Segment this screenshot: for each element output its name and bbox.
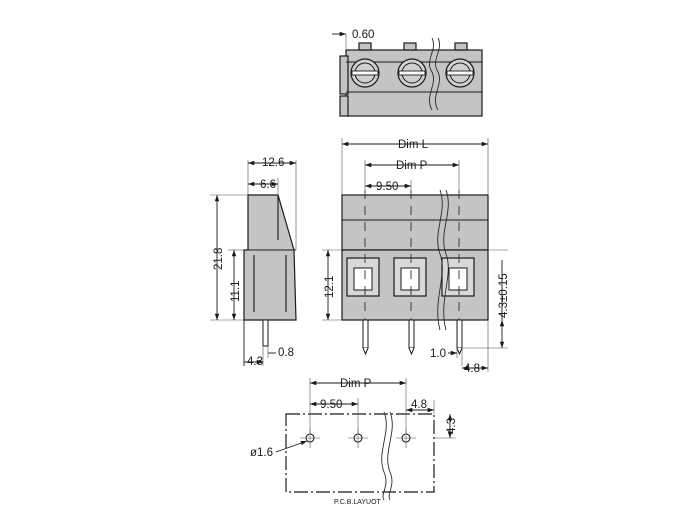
- side-width-label: 12.6: [262, 157, 284, 169]
- front-dim-p-label: Dim P: [396, 160, 428, 172]
- screw-2: [397, 58, 427, 88]
- screw-1: [350, 58, 380, 88]
- front-pitch-label: 9.50: [376, 181, 398, 193]
- side-pin-thickness-label: 0.8: [278, 347, 294, 359]
- side-view-body: [243, 194, 297, 321]
- top-tab-2: [403, 42, 417, 51]
- top-view-left-flange: [339, 55, 349, 95]
- front-body-height-label: 12.1: [324, 276, 336, 298]
- top-view-offset-label: 0.60: [352, 29, 374, 41]
- pcb-row-offset-label: 4.3: [446, 418, 458, 434]
- pcb-layout: Dim P 9.50 4.8 4.3 ø1.6 P.C.B.LAYUOT: [250, 378, 458, 506]
- pcb-edge-offset-label: 4.8: [411, 399, 427, 411]
- front-pin-width-label: 1.0: [430, 348, 446, 360]
- side-half-width-label: 6.6: [260, 179, 276, 191]
- front-upper-body: [341, 194, 489, 251]
- side-view: 12.6 6.6 21.8 11.1 4.3 0.8: [210, 157, 297, 368]
- pcb-layout-caption: P.C.B.LAYUOT: [334, 499, 382, 506]
- pcb-pitch-label: 9.50: [320, 399, 342, 411]
- side-height-label: 21.8: [213, 248, 225, 270]
- dim-l-label: Dim L: [398, 139, 429, 151]
- pcb-hole-diameter-label: ø1.6: [250, 447, 273, 459]
- top-tab-1: [358, 42, 372, 51]
- front-pin-length-label: 4.3±0.15: [498, 273, 510, 318]
- side-body-height-label: 11.1: [230, 280, 242, 302]
- wire-entry-1: [346, 257, 380, 297]
- side-pin-offset-label: 4.3: [247, 356, 263, 368]
- wire-entry-3: [441, 257, 475, 297]
- front-end-offset-label: 4.8: [464, 363, 480, 375]
- top-view: 0.60: [332, 29, 483, 117]
- front-pin-2: [408, 319, 415, 349]
- pcb-outline: [285, 413, 435, 493]
- front-view: Dim L Dim P 9.50 12.1 4.3±0.15 1.0 4.8: [322, 138, 510, 375]
- top-view-left-flange-lower: [339, 95, 349, 117]
- front-pin-3: [456, 319, 463, 349]
- top-tab-3: [454, 42, 468, 51]
- front-pin-1: [362, 319, 369, 349]
- screw-3: [445, 58, 475, 88]
- pcb-dim-p-label: Dim P: [340, 378, 372, 390]
- side-view-pin: [262, 319, 269, 347]
- wire-entry-2: [393, 257, 427, 297]
